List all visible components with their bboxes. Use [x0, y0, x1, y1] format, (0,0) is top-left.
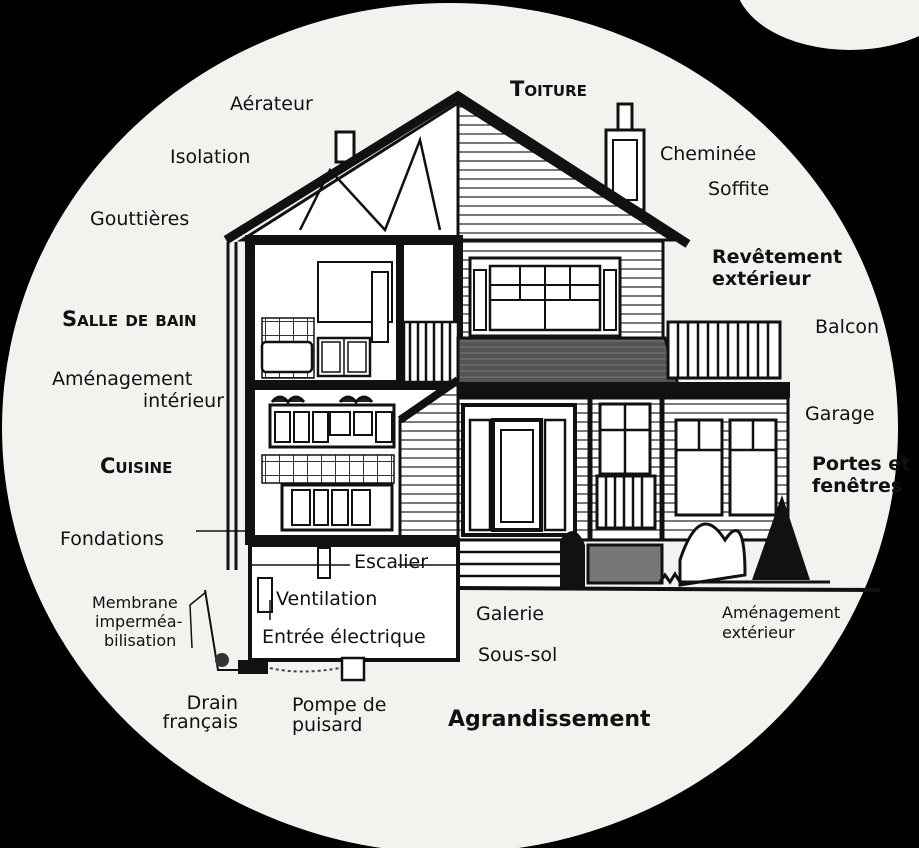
label-cheminee: Cheminée	[660, 145, 756, 165]
label-ventilation: Ventilation	[276, 590, 377, 610]
label-agrandissement: Agrandissement	[448, 708, 651, 731]
label-galerie: Galerie	[476, 605, 544, 625]
label-revetement-line2: extérieur	[712, 270, 811, 290]
label-fondations: Fondations	[60, 530, 164, 550]
top-right-circle-fragment	[735, 0, 919, 50]
label-gouttieres: Gouttières	[90, 210, 189, 230]
label-entree-electrique: Entrée électrique	[262, 628, 426, 648]
label-portes-line1: Portes et	[812, 455, 910, 475]
label-amenagement-exterieur-line2: extérieur	[722, 625, 795, 642]
label-amenagement-exterieur-line1: Aménagement	[722, 605, 840, 622]
front-door	[463, 405, 575, 535]
label-membrane-line3: bilisation	[104, 633, 176, 650]
label-membrane-line1: Membrane	[92, 595, 178, 612]
label-revetement-line1: Revêtement	[712, 248, 842, 268]
label-drain-line2: français	[150, 713, 238, 733]
label-soffite: Soffite	[708, 180, 769, 200]
label-garage: Garage	[805, 405, 875, 425]
label-escalier: Escalier	[354, 553, 428, 573]
sump-pit	[342, 658, 364, 680]
label-pompe-line2: puisard	[292, 716, 362, 736]
porch-roof	[458, 338, 678, 385]
label-balcon: Balcon	[815, 318, 879, 338]
label-sous-sol: Sous-sol	[478, 646, 557, 666]
kitchen	[262, 397, 394, 530]
label-salle-de-bain: Salle de bain	[62, 308, 197, 330]
label-amenagement-interieur-line1: Aménagement	[52, 370, 192, 390]
label-aerateur: Aérateur	[230, 95, 313, 115]
label-portes-line2: fenêtres	[812, 477, 902, 497]
upper-window	[470, 258, 620, 336]
label-amenagement-interieur-line2: intérieur	[52, 392, 224, 412]
label-membrane-line2: imperméa-	[95, 614, 182, 631]
basement-furnace	[318, 548, 330, 578]
label-toiture: Toiture	[510, 78, 587, 100]
porch-window	[597, 404, 655, 528]
staircase	[400, 322, 458, 540]
label-cuisine: Cuisine	[100, 455, 172, 477]
front-steps	[458, 540, 568, 588]
balcony	[668, 322, 780, 378]
label-pompe-line1: Pompe de	[292, 696, 386, 716]
label-isolation: Isolation	[170, 148, 250, 168]
porch-lattice	[588, 545, 662, 583]
